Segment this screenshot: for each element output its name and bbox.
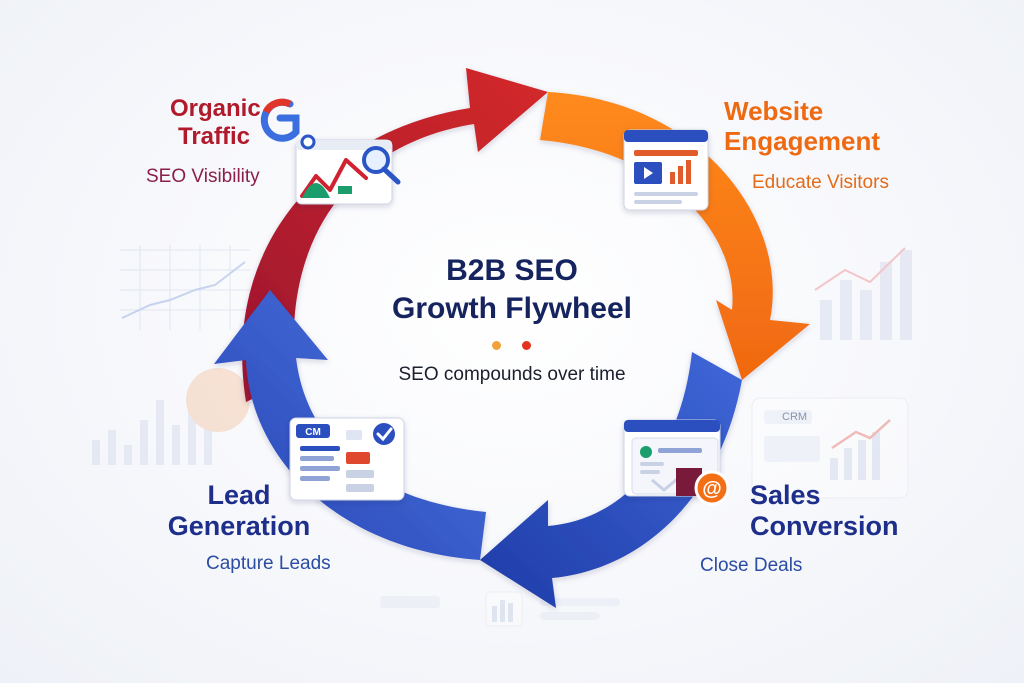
stage-traffic-title: Organic Traffic — [170, 95, 261, 150]
stage-sales-caption: Close Deals — [700, 555, 803, 576]
stage-leads-title: Lead Generation — [164, 480, 314, 542]
stage-sales-title: Sales Conversion — [750, 480, 899, 542]
google-g-icon — [260, 98, 316, 150]
flywheel-title-line1: B2B SEO — [446, 254, 578, 287]
stage-engagement-title: Website Engagement — [724, 96, 881, 157]
stage-traffic-caption: SEO Visibility — [146, 166, 260, 187]
flywheel-title: B2B SEO Growth Flywheel — [362, 252, 662, 327]
stage-sales-title-line2: Conversion — [750, 511, 899, 542]
background-decor — [92, 245, 912, 627]
arrow-engagement-to-sales — [540, 92, 810, 380]
stage-leads-title-line2: Generation — [167, 511, 311, 542]
arrow-leads-to-traffic — [214, 290, 486, 560]
bg-bars-right — [814, 247, 912, 340]
bg-crm-card — [751, 397, 909, 499]
bg-bottom-widgets — [380, 591, 620, 627]
bg-bars-left — [92, 380, 212, 465]
stage-leads-caption: Capture Leads — [206, 553, 331, 574]
arrow-sales-to-leads — [480, 352, 742, 608]
accent-dot-orange — [492, 341, 501, 350]
stage-sales-title-line1: Sales — [750, 480, 821, 510]
bg-pie-left — [186, 368, 250, 432]
stage-engagement-title-line2: Engagement — [724, 125, 881, 156]
flywheel-subtitle: SEO compounds over time — [398, 364, 626, 385]
bg-line-chart-left — [120, 245, 250, 330]
search-analytics-icon — [260, 98, 401, 205]
accent-dot-red — [522, 341, 531, 350]
email-conversion-icon: @ — [623, 419, 730, 506]
stage-leads-title-line1: Lead — [207, 480, 271, 510]
stage-engagement-caption: Educate Visitors — [752, 172, 889, 193]
website-content-icon — [623, 129, 709, 211]
flywheel-title-line2: Growth Flywheel — [391, 291, 633, 325]
lead-form-badge: CM — [305, 427, 321, 438]
stage-traffic-title-line2: Traffic — [178, 122, 251, 150]
at-symbol-badge: @ — [702, 478, 722, 500]
bg-crm-tag: CRM — [782, 411, 808, 423]
lead-form-icon: CM — [289, 417, 405, 501]
stage-engagement-title-line1: Website — [724, 96, 824, 126]
stage-traffic-title-line1: Organic — [170, 95, 261, 122]
